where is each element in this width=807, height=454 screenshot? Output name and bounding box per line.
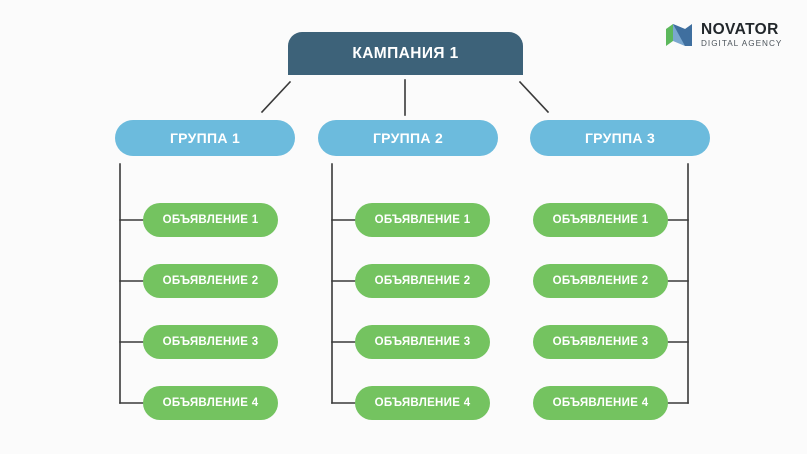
ad-node-2-4-label: ОБЪЯВЛЕНИЕ 4: [374, 397, 471, 409]
campaign-node-label: КАМПАНИЯ 1: [352, 44, 459, 62]
ad-node-1-4-label: ОБЪЯВЛЕНИЕ 4: [162, 397, 259, 409]
ad-node-3-4[interactable]: ОБЪЯВЛЕНИЕ 4: [533, 386, 668, 420]
ad-node-2-2[interactable]: ОБЪЯВЛЕНИЕ 2: [355, 264, 490, 298]
logo-title: NOVATOR: [701, 20, 779, 38]
ad-node-1-3-label: ОБЪЯВЛЕНИЕ 3: [162, 336, 259, 348]
ad-node-1-4[interactable]: ОБЪЯВЛЕНИЕ 4: [143, 386, 278, 420]
ad-node-3-1-label: ОБЪЯВЛЕНИЕ 1: [552, 214, 649, 226]
group-node-3[interactable]: ГРУППА 3: [530, 120, 710, 156]
ad-node-2-3[interactable]: ОБЪЯВЛЕНИЕ 3: [355, 325, 490, 359]
group-node-2[interactable]: ГРУППА 2: [318, 120, 498, 156]
ad-node-2-1-label: ОБЪЯВЛЕНИЕ 1: [374, 214, 471, 226]
group-node-3-label: ГРУППА 3: [584, 130, 656, 146]
connector-campaign-group1: [260, 80, 292, 114]
ad-node-2-1[interactable]: ОБЪЯВЛЕНИЕ 1: [355, 203, 490, 237]
ad-node-3-2[interactable]: ОБЪЯВЛЕНИЕ 2: [533, 264, 668, 298]
ad-node-1-1[interactable]: ОБЪЯВЛЕНИЕ 1: [143, 203, 278, 237]
group-node-1-label: ГРУППА 1: [169, 130, 241, 146]
ad-node-3-1[interactable]: ОБЪЯВЛЕНИЕ 1: [533, 203, 668, 237]
logo-wordmark: NOVATOR DIGITAL AGENCY: [701, 22, 782, 49]
ad-node-3-2-label: ОБЪЯВЛЕНИЕ 2: [552, 275, 649, 287]
group-node-2-label: ГРУППА 2: [372, 130, 444, 146]
logo-subtitle: DIGITAL AGENCY: [701, 39, 783, 49]
ad-node-2-3-label: ОБЪЯВЛЕНИЕ 3: [374, 336, 471, 348]
brand-logo: NOVATOR DIGITAL AGENCY: [664, 20, 782, 50]
connector-campaign-group3: [518, 80, 550, 114]
ad-node-3-4-label: ОБЪЯВЛЕНИЕ 4: [552, 397, 649, 409]
campaign-node[interactable]: КАМПАНИЯ 1: [288, 32, 523, 75]
ad-node-1-2-label: ОБЪЯВЛЕНИЕ 2: [162, 275, 259, 287]
ad-node-1-3[interactable]: ОБЪЯВЛЕНИЕ 3: [143, 325, 278, 359]
ad-node-3-3[interactable]: ОБЪЯВЛЕНИЕ 3: [533, 325, 668, 359]
novator-n-icon: [666, 24, 692, 46]
ad-node-1-2[interactable]: ОБЪЯВЛЕНИЕ 2: [143, 264, 278, 298]
ad-node-3-3-label: ОБЪЯВЛЕНИЕ 3: [552, 336, 649, 348]
ad-node-2-2-label: ОБЪЯВЛЕНИЕ 2: [374, 275, 471, 287]
ad-node-1-1-label: ОБЪЯВЛЕНИЕ 1: [162, 214, 259, 226]
ad-node-2-4[interactable]: ОБЪЯВЛЕНИЕ 4: [355, 386, 490, 420]
group-node-1[interactable]: ГРУППА 1: [115, 120, 295, 156]
